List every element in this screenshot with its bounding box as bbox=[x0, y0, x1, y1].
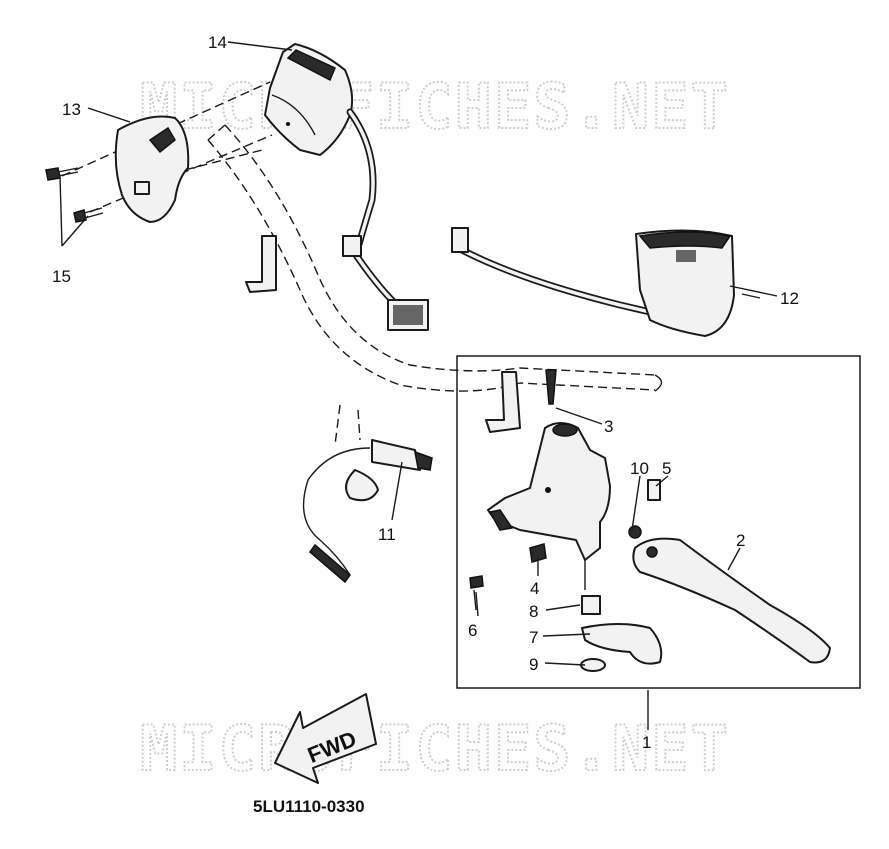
switch-cable bbox=[342, 108, 429, 331]
callout-5: 5 bbox=[662, 459, 671, 478]
callout-7: 7 bbox=[529, 628, 538, 647]
cable-clip-left bbox=[245, 235, 277, 293]
switch-upper-housing bbox=[264, 43, 354, 156]
cable-clip-right bbox=[485, 371, 521, 433]
screws-15 bbox=[45, 167, 104, 223]
callout-6: 6 bbox=[468, 621, 477, 640]
callout-4: 4 bbox=[530, 579, 539, 598]
leader-lines bbox=[59, 41, 778, 730]
lever-holder bbox=[487, 422, 611, 590]
fwd-arrow: FWD bbox=[274, 693, 377, 784]
callout-8: 8 bbox=[529, 602, 538, 621]
callout-2: 2 bbox=[736, 531, 745, 550]
callout-10: 10 bbox=[630, 459, 649, 478]
callouts: 1 2 3 4 5 6 7 8 9 10 11 12 13 14 15 bbox=[52, 33, 799, 752]
hardware-small bbox=[469, 479, 663, 672]
assembly-box bbox=[456, 355, 861, 689]
callout-15: 15 bbox=[52, 267, 71, 286]
lever-2 bbox=[632, 537, 831, 664]
clutch-switch bbox=[302, 439, 433, 584]
callout-1: 1 bbox=[642, 733, 651, 752]
watermark-top: MICROFICHES.NET bbox=[140, 70, 730, 143]
callout-14: 14 bbox=[208, 33, 227, 52]
callout-13: 13 bbox=[62, 100, 81, 119]
switch-lower-housing bbox=[114, 115, 190, 223]
switch-12 bbox=[451, 227, 761, 337]
callout-3: 3 bbox=[604, 417, 613, 436]
watermark-bottom: MICROFICHES.NET bbox=[140, 712, 730, 785]
bolt-3 bbox=[545, 369, 557, 405]
callout-12: 12 bbox=[780, 289, 799, 308]
diagram-code: 5LU1110-0330 bbox=[253, 797, 365, 816]
handlebar-phantom bbox=[207, 124, 663, 446]
callout-11: 11 bbox=[378, 525, 396, 544]
callout-9: 9 bbox=[529, 655, 538, 674]
